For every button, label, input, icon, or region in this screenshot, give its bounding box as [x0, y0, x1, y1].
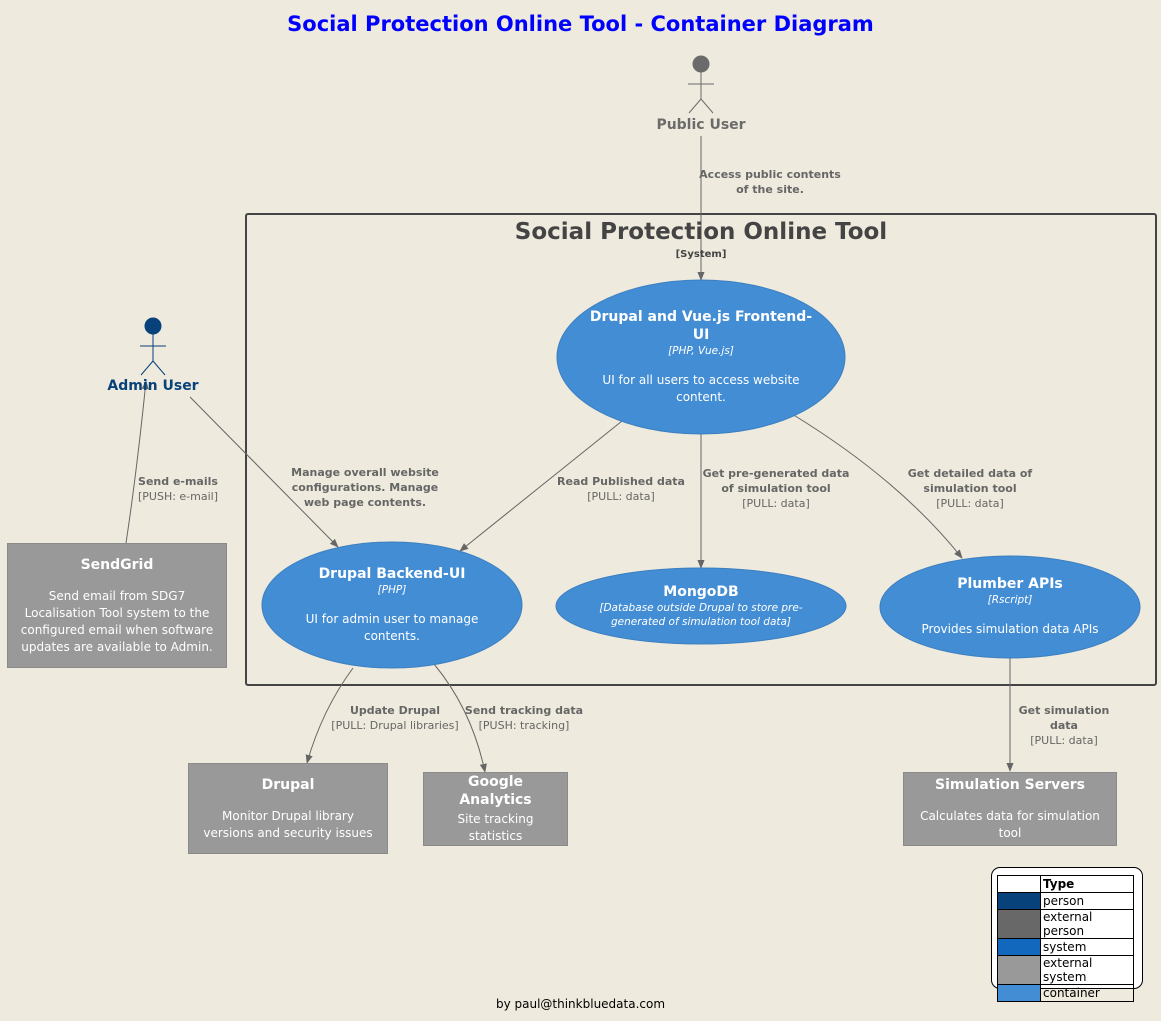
- mongodb-text: MongoDB [Database outside Drupal to stor…: [596, 578, 806, 634]
- edge-label-text: Update Drupal: [349, 704, 441, 717]
- drupal-name: Drupal: [261, 776, 315, 793]
- legend-table: Type person external person system exter…: [997, 875, 1134, 1002]
- edge-label-backend-ga: Send tracking data [PUSH: tracking]: [464, 703, 584, 733]
- edge-label-text: Get pre-generated data of simulation too…: [702, 467, 850, 495]
- boundary-title: Social Protection Online Tool: [514, 219, 888, 245]
- plumber-apis-tech: [Rscript]: [987, 593, 1033, 606]
- edge-label-tech: [PULL: data]: [936, 497, 1004, 510]
- footer-credit: by paul@thinkbluedata.com: [495, 997, 666, 1011]
- plumber-apis-name: Plumber APIs: [957, 575, 1063, 592]
- admin-user-actor-icon[interactable]: [140, 317, 166, 376]
- diagram-title: Social Protection Online Tool - Containe…: [287, 12, 874, 36]
- legend-swatch-system: [997, 938, 1041, 956]
- edge-label-plumber-sim: Get simulation data [PULL: data]: [1004, 703, 1124, 748]
- sendgrid-desc: Send email from SDG7 Localisation Tool s…: [20, 588, 214, 654]
- edge-label-admin-backend: Manage overall website configurations. M…: [290, 465, 440, 510]
- edge-label-text: Manage overall website configurations. M…: [291, 466, 439, 509]
- legend-label-container: container: [1040, 984, 1134, 1002]
- frontend-ui-tech: [PHP, Vue.js]: [668, 345, 734, 357]
- edge-label-frontend-mongodb: Get pre-generated data of simulation too…: [696, 466, 856, 511]
- drupal-desc: Monitor Drupal library versions and secu…: [203, 808, 373, 840]
- simulation-servers-box[interactable]: Simulation Servers Calculates data for s…: [903, 772, 1117, 846]
- edge-label-text: Send e-mails: [138, 475, 218, 488]
- google-analytics-desc: Site tracking statistics: [457, 812, 534, 843]
- edge-label-tech: [PUSH: e-mail]: [137, 490, 219, 503]
- edge-label-frontend-backend: Read Published data [PULL: data]: [556, 474, 686, 504]
- edge-label-tech: [PULL: data]: [1030, 734, 1098, 747]
- mongodb-ellipse[interactable]: [555, 567, 847, 645]
- edge-label-sendgrid-admin: Send e-mails [PUSH: e-mail]: [128, 474, 228, 504]
- legend-swatch-person: [997, 892, 1041, 910]
- legend-label-external-person: external person: [1040, 909, 1134, 939]
- admin-user-label: Admin User: [107, 378, 199, 394]
- edge-frontend-backend: [459, 420, 623, 552]
- edge-label-tech: [PULL: data]: [587, 490, 655, 503]
- plumber-apis-desc: Provides simulation data APIs: [921, 621, 1099, 636]
- edge-label-text: Get detailed data of simulation tool: [907, 467, 1033, 495]
- backend-ui-text: Drupal Backend-UI [PHP] UI for admin use…: [290, 558, 494, 652]
- frontend-ui-ellipse[interactable]: [556, 279, 846, 435]
- legend-label-system: system: [1040, 938, 1134, 956]
- edge-label-public-frontend: Access public contents of the site.: [695, 167, 845, 197]
- edge-label-text: Read Published data: [557, 475, 685, 488]
- public-user-label: Public User: [656, 117, 746, 133]
- edge-label-backend-drupal: Update Drupal [PULL: Drupal libraries]: [325, 703, 465, 733]
- google-analytics-box[interactable]: Google Analytics Site tracking statistic…: [423, 772, 568, 846]
- drupal-box[interactable]: Drupal Monitor Drupal library versions a…: [188, 763, 388, 854]
- edge-backend-ga: [433, 663, 487, 773]
- edge-frontend-plumber: [791, 413, 963, 559]
- edge-label-tech: [PULL: data]: [742, 497, 810, 510]
- backend-ui-name: Drupal Backend-UI: [318, 566, 466, 582]
- simulation-servers-name: Simulation Servers: [935, 777, 1085, 793]
- legend-label-external-system: external system: [1040, 955, 1134, 985]
- google-analytics-name: Google Analytics: [459, 774, 532, 808]
- mongodb-name: MongoDB: [663, 584, 739, 600]
- backend-ui-desc: UI for admin user to manage contents.: [305, 612, 479, 643]
- frontend-ui-name: Drupal and Vue.js Frontend-UI: [589, 309, 813, 343]
- edge-label-text: Get simulation data: [1018, 704, 1110, 732]
- sendgrid-box[interactable]: SendGrid Send email from SDG7 Localisati…: [7, 543, 227, 668]
- edge-label-frontend-plumber: Get detailed data of simulation tool [PU…: [900, 466, 1040, 511]
- edge-label-text: Access public contents of the site.: [699, 168, 841, 196]
- simulation-servers-desc: Calculates data for simulation tool: [920, 809, 1100, 840]
- legend-swatch-container: [997, 984, 1041, 1002]
- backend-ui-tech: [PHP]: [377, 584, 407, 596]
- edge-backend-drupal: [305, 667, 354, 764]
- plumber-apis-text: Plumber APIs [Rscript] Provides simulati…: [910, 566, 1110, 646]
- legend-label-person: person: [1040, 892, 1134, 910]
- boundary-type: [System]: [675, 249, 727, 260]
- edge-sendgrid-admin: [125, 380, 149, 544]
- edge-admin-backend: [189, 396, 339, 548]
- relation-edges: [125, 136, 1014, 773]
- backend-ui-ellipse[interactable]: [261, 541, 523, 669]
- legend: Type person external person system exter…: [991, 867, 1143, 1002]
- mongodb-tech: [Database outside Drupal to store pre-ge…: [599, 602, 803, 628]
- legend-swatch-external-system: [997, 955, 1041, 985]
- plumber-apis-ellipse[interactable]: [879, 555, 1141, 659]
- legend-header: Type: [1040, 875, 1134, 893]
- sendgrid-name: SendGrid: [80, 556, 154, 573]
- legend-swatch-external-person: [997, 909, 1041, 939]
- edge-label-tech: [PUSH: tracking]: [478, 719, 570, 732]
- public-user-actor-icon[interactable]: [688, 55, 714, 114]
- frontend-ui-desc: UI for all users to access website conte…: [602, 373, 800, 404]
- frontend-ui-text: Drupal and Vue.js Frontend-UI [PHP, Vue.…: [583, 290, 819, 424]
- edge-label-text: Send tracking data: [464, 704, 584, 717]
- edge-label-tech: [PULL: Drupal libraries]: [331, 719, 459, 732]
